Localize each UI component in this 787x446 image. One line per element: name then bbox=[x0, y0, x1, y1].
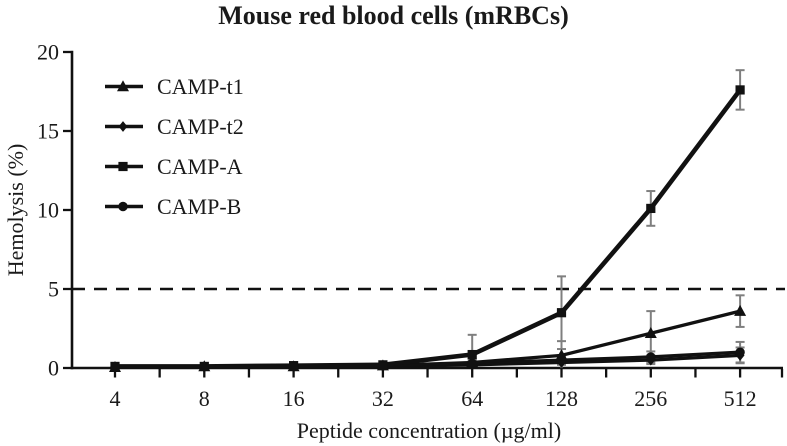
legend-item-camp-t2: CAMP-t2 bbox=[103, 114, 244, 139]
legend-item-camp-t1: CAMP-t1 bbox=[103, 74, 244, 99]
svg-text:256: 256 bbox=[634, 386, 667, 411]
legend-item-camp-a: CAMP-A bbox=[103, 154, 244, 179]
plot-layer: 0 5 10 15 20 4 8 16 32 64 128 256 512 bbox=[37, 40, 785, 411]
series-markers-CAMP-A bbox=[110, 85, 745, 372]
legend-label-camp-a: CAMP-A bbox=[157, 154, 243, 179]
x-axis-label: Peptide concentration (µg/ml) bbox=[297, 418, 561, 443]
svg-text:0: 0 bbox=[48, 356, 59, 381]
square-marker-icon bbox=[105, 161, 143, 172]
legend-label-camp-t1: CAMP-t1 bbox=[157, 74, 244, 99]
svg-text:16: 16 bbox=[283, 386, 305, 411]
svg-text:32: 32 bbox=[372, 386, 394, 411]
svg-text:64: 64 bbox=[461, 386, 483, 411]
legend-label-camp-t2: CAMP-t2 bbox=[157, 114, 244, 139]
triangle-marker-icon bbox=[105, 80, 143, 92]
series-line-CAMP-A bbox=[115, 88, 742, 369]
chart-title: Mouse red blood cells (mRBCs) bbox=[218, 1, 569, 30]
svg-text:10: 10 bbox=[37, 198, 59, 223]
y-axis-label: Hemolysis (%) bbox=[3, 144, 28, 277]
svg-text:4: 4 bbox=[110, 386, 121, 411]
circle-marker-icon bbox=[105, 201, 143, 212]
legend: CAMP-t1 CAMP-t2 CAMP-A CAMP-B bbox=[103, 74, 244, 219]
svg-text:15: 15 bbox=[37, 119, 59, 144]
svg-text:8: 8 bbox=[199, 386, 210, 411]
axes: 0 5 10 15 20 4 8 16 32 64 128 256 512 bbox=[37, 40, 784, 411]
error-bars bbox=[467, 69, 745, 368]
svg-text:20: 20 bbox=[37, 40, 59, 65]
svg-text:5: 5 bbox=[48, 277, 59, 302]
legend-item-camp-b: CAMP-B bbox=[103, 194, 244, 219]
diamond-marker-icon bbox=[105, 121, 143, 132]
legend-label-camp-b: CAMP-B bbox=[157, 194, 242, 219]
svg-text:128: 128 bbox=[545, 386, 578, 411]
svg-text:512: 512 bbox=[724, 386, 757, 411]
